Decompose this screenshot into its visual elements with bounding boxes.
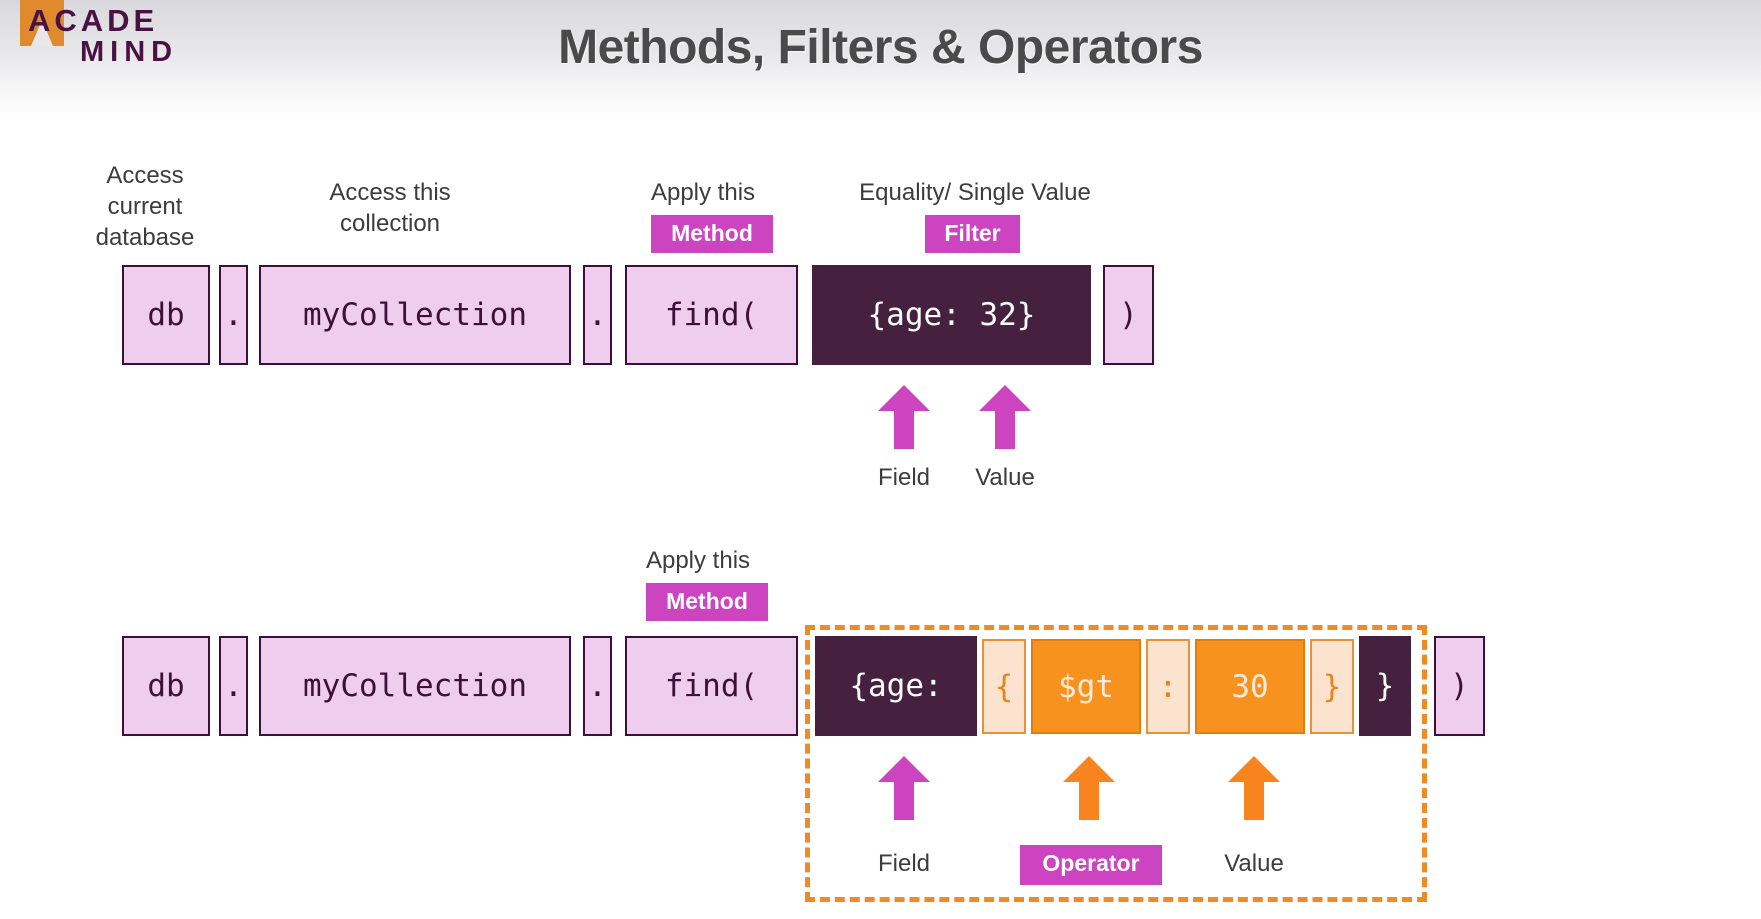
code-token-close-brace-inner-row2[interactable]: } bbox=[1310, 639, 1354, 734]
code-token-mycollection-row1[interactable]: myCollection bbox=[259, 265, 571, 365]
code-token-db-row2[interactable]: db bbox=[122, 636, 210, 736]
arrow-shaft bbox=[1244, 780, 1264, 820]
code-token-close-brace-outer-row2[interactable]: } bbox=[1359, 636, 1411, 736]
callout-value-row1: Value bbox=[975, 464, 1035, 491]
code-token-dot2-row2[interactable]: . bbox=[583, 636, 612, 736]
arrow-shaft bbox=[894, 409, 914, 449]
code-token-open-brace-row2[interactable]: { bbox=[982, 639, 1026, 734]
arrow-value-row1 bbox=[979, 385, 1031, 449]
code-token-closeparen-row2[interactable]: ) bbox=[1434, 636, 1485, 736]
arrow-head-icon bbox=[979, 385, 1031, 411]
badge-operator-row2: Operator bbox=[1020, 845, 1162, 885]
brand-logo: ACADE MIND bbox=[10, 0, 260, 80]
code-token-find-row2[interactable]: find( bbox=[625, 636, 798, 736]
arrow-shaft bbox=[995, 409, 1015, 449]
brand-name-line1: ACADE bbox=[28, 3, 159, 38]
code-token-mycollection-row2[interactable]: myCollection bbox=[259, 636, 571, 736]
arrow-head-icon bbox=[878, 385, 930, 411]
code-token-closeparen-row1[interactable]: ) bbox=[1103, 265, 1154, 365]
code-token-filter-row1[interactable]: {age: 32} bbox=[812, 265, 1091, 365]
arrow-field-row2 bbox=[878, 756, 930, 820]
annotation-access-current-database: Access current database bbox=[95, 162, 195, 251]
callout-field-row2: Field bbox=[877, 850, 931, 877]
code-token-field-row2[interactable]: {age: bbox=[815, 636, 977, 736]
code-token-dot2-row1[interactable]: . bbox=[583, 265, 612, 365]
arrow-shaft bbox=[894, 780, 914, 820]
annotation-apply-this-method-row2: Apply this bbox=[645, 547, 751, 574]
operator-highlight-region bbox=[805, 625, 1427, 902]
academind-logo-mark-icon bbox=[20, 0, 64, 46]
badge-method-row1: Method bbox=[651, 215, 773, 253]
arrow-value-row2 bbox=[1228, 756, 1280, 820]
arrow-shaft bbox=[1079, 780, 1099, 820]
code-token-operator-gt-row2[interactable]: $gt bbox=[1031, 639, 1141, 734]
arrow-head-icon bbox=[1228, 756, 1280, 782]
callout-value-row2: Value bbox=[1224, 850, 1284, 877]
header-gradient-background bbox=[0, 0, 1761, 118]
page-title: Methods, Filters & Operators bbox=[558, 21, 1203, 74]
badge-filter-row1: Filter bbox=[925, 215, 1020, 253]
arrow-head-icon bbox=[878, 756, 930, 782]
code-token-dot1-row2[interactable]: . bbox=[219, 636, 248, 736]
annotation-apply-this-method-row1: Apply this bbox=[650, 179, 756, 206]
arrow-operator-row2 bbox=[1063, 756, 1115, 820]
code-token-dot1-row1[interactable]: . bbox=[219, 265, 248, 365]
code-token-db-row1[interactable]: db bbox=[122, 265, 210, 365]
code-token-value-30-row2[interactable]: 30 bbox=[1195, 639, 1305, 734]
badge-method-row2: Method bbox=[646, 583, 768, 621]
code-token-find-row1[interactable]: find( bbox=[625, 265, 798, 365]
brand-name-line2: MIND bbox=[80, 36, 179, 68]
code-token-colon-row2[interactable]: : bbox=[1146, 639, 1190, 734]
annotation-access-this-collection: Access this collection bbox=[329, 179, 451, 237]
arrow-field-row1 bbox=[878, 385, 930, 449]
arrow-head-icon bbox=[1063, 756, 1115, 782]
callout-field-row1: Field bbox=[877, 464, 931, 491]
annotation-equality-single-value: Equality/ Single Value bbox=[859, 179, 1091, 206]
